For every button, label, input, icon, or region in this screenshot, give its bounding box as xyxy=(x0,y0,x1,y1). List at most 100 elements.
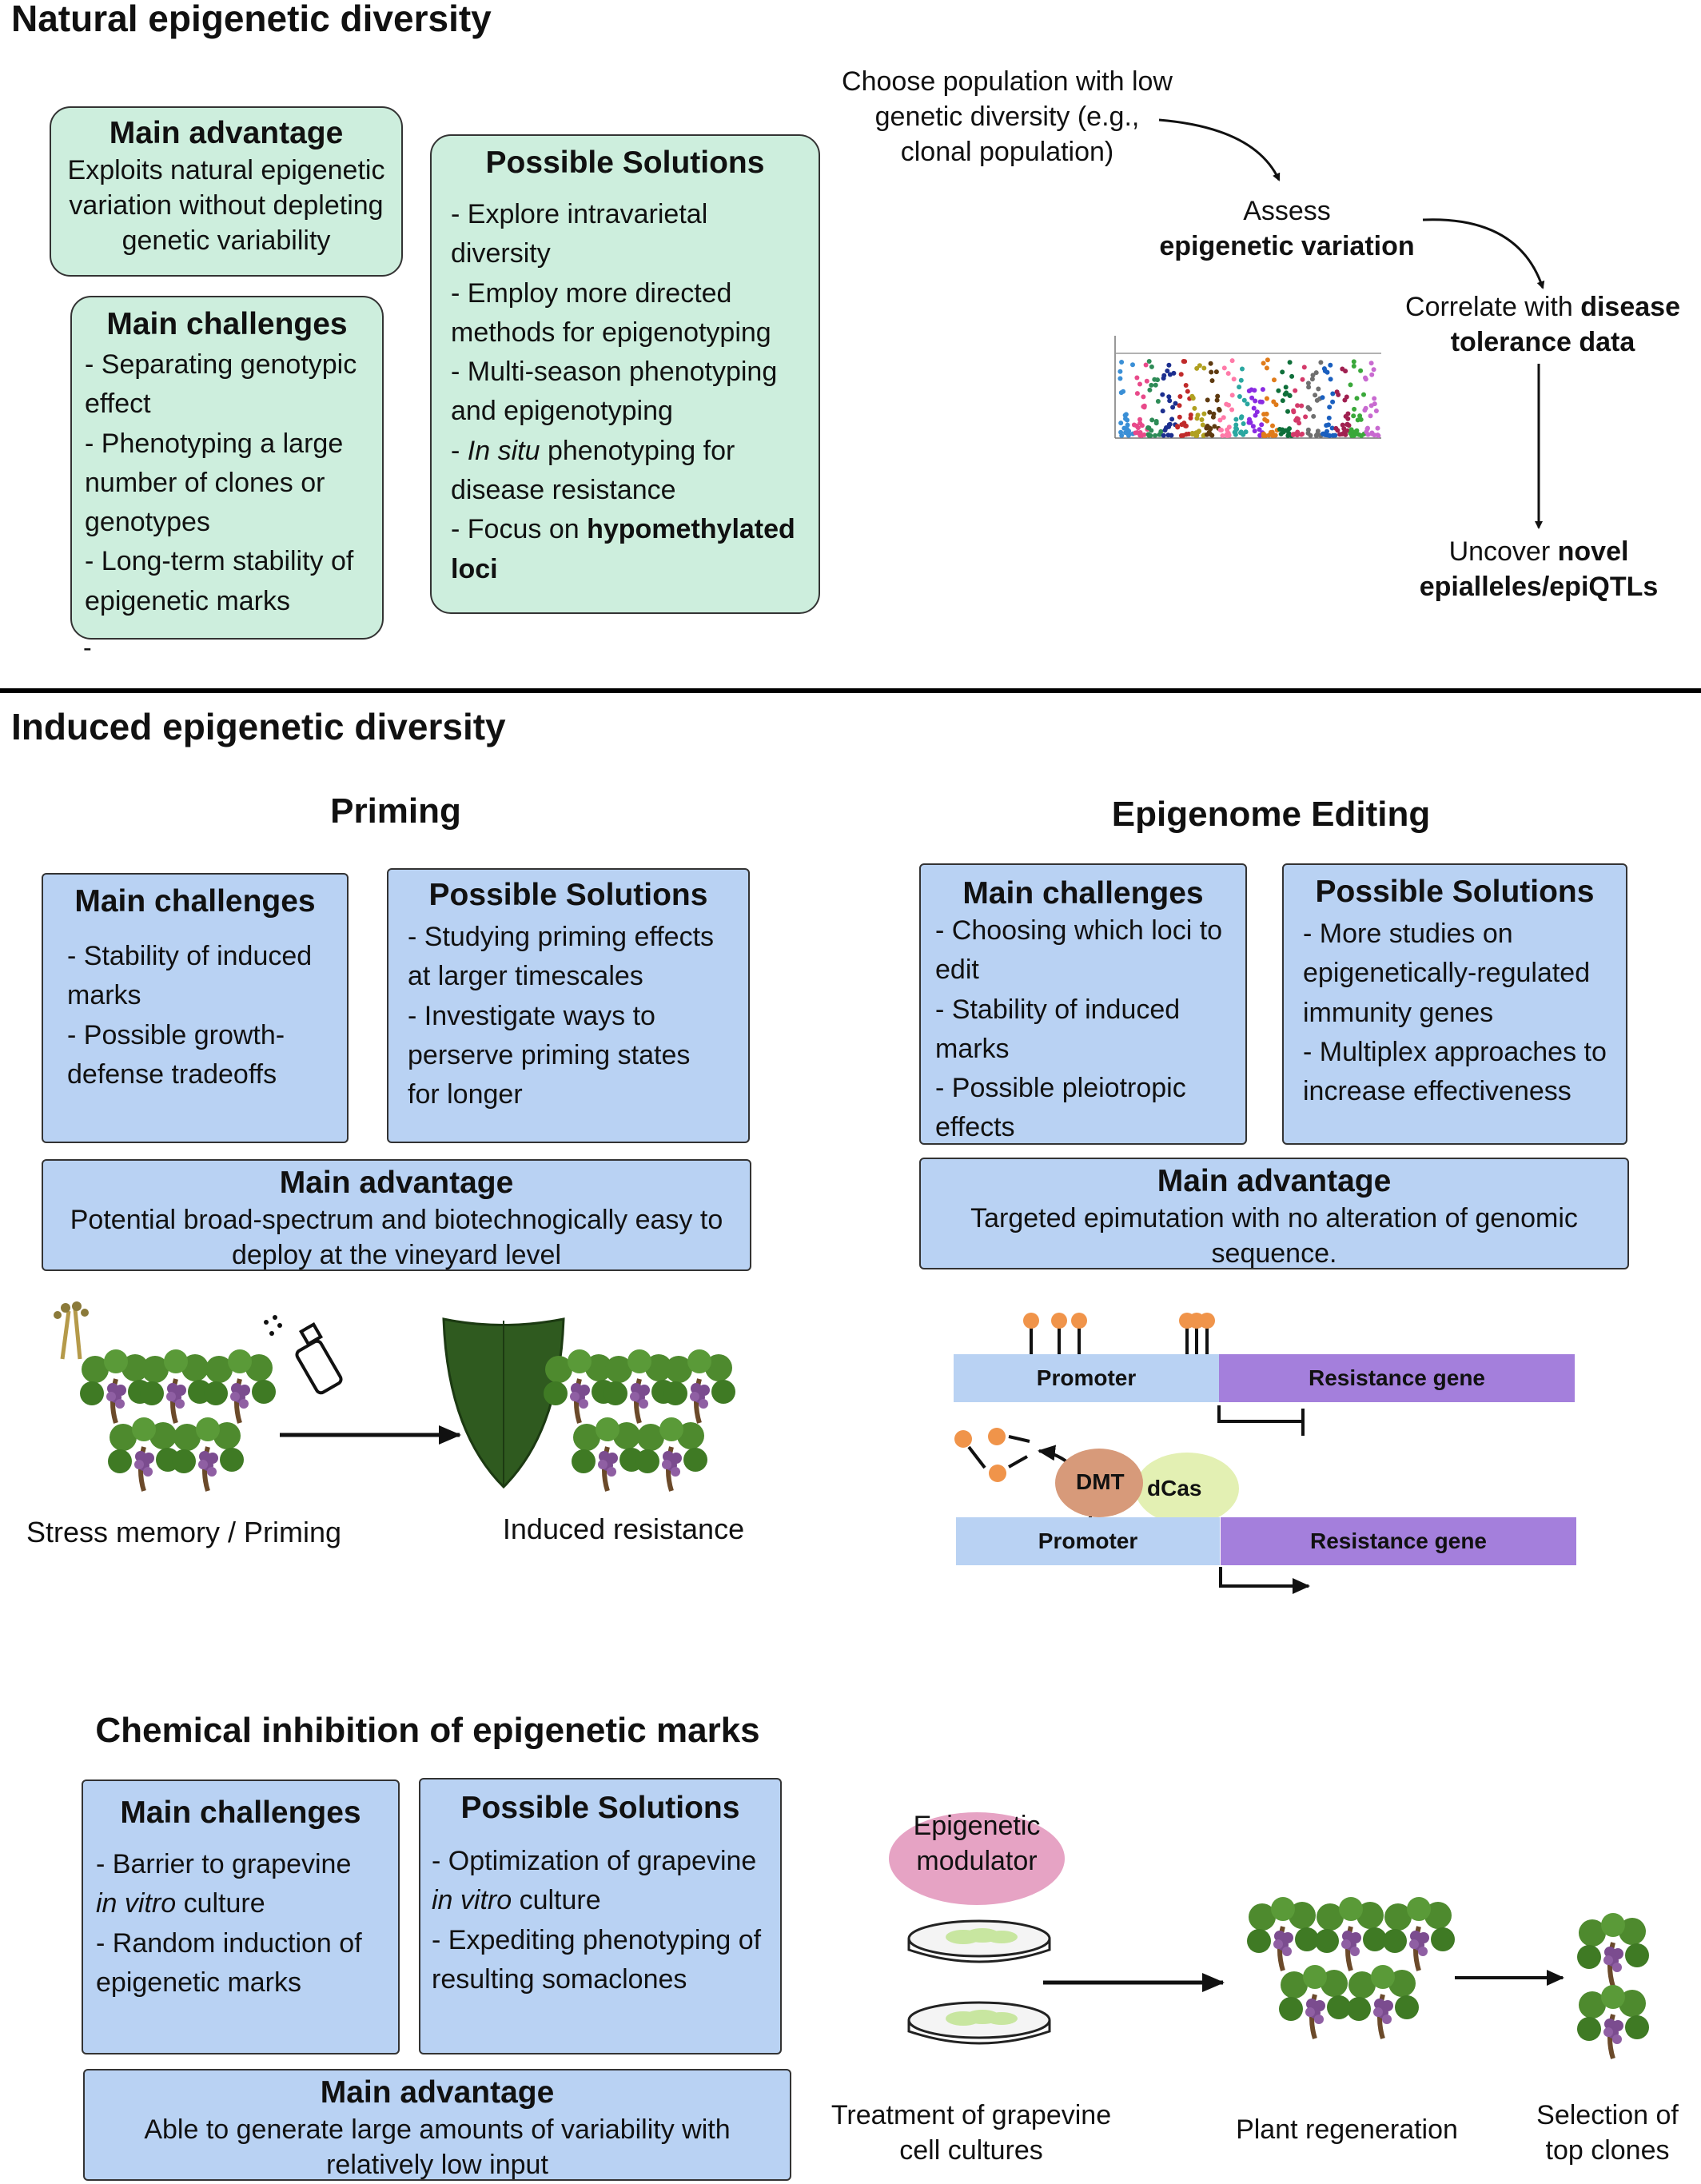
manhattan-point xyxy=(1121,425,1127,431)
manhattan-point xyxy=(1137,420,1143,426)
manhattan-plot xyxy=(1114,336,1381,439)
removed-methyl-groups xyxy=(954,1428,1030,1482)
list-item: Expediting phenotyping of resulting soma… xyxy=(432,1921,769,2000)
manhattan-point xyxy=(1237,385,1242,390)
manhattan-point xyxy=(1310,373,1316,378)
priming-title: Priming xyxy=(330,791,461,831)
manhattan-point xyxy=(1119,432,1125,438)
manhattan-point xyxy=(1253,398,1258,404)
manhattan-point xyxy=(1197,363,1202,369)
manhattan-point xyxy=(1143,362,1149,368)
manhattan-point xyxy=(1153,432,1157,438)
manhattan-point xyxy=(1254,409,1260,415)
manhattan-point xyxy=(1160,409,1165,414)
manhattan-point xyxy=(1293,417,1299,423)
manhattan-point xyxy=(1178,433,1184,438)
manhattan-point xyxy=(1248,420,1253,425)
manhattan-point xyxy=(1340,366,1345,372)
manhattan-point xyxy=(1327,405,1333,410)
box-heading: Possible Solutions xyxy=(428,878,708,912)
manhattan-point xyxy=(1130,362,1135,368)
manhattan-point xyxy=(1325,432,1330,438)
repression-symbol xyxy=(1217,1405,1305,1436)
manhattan-point xyxy=(1233,422,1239,428)
list-item: Random induction of epigenetic marks xyxy=(96,1924,385,2003)
manhattan-point xyxy=(1343,413,1348,419)
manhattan-point xyxy=(1170,405,1176,410)
flow-step-assess: Assess epigenetic variation xyxy=(1159,196,1415,262)
manhattan-point xyxy=(1303,414,1309,420)
manhattan-point xyxy=(1357,413,1363,419)
manhattan-point xyxy=(1270,423,1275,428)
manhattan-point xyxy=(1322,369,1328,373)
manhattan-point xyxy=(1220,433,1225,438)
manhattan-point xyxy=(1134,430,1140,435)
manhattan-point xyxy=(1217,408,1222,413)
box-text: Exploits natural epigenetic variation wi… xyxy=(67,155,385,257)
solutions-list: Explore intravarietal diversity Employ m… xyxy=(451,195,799,589)
manhattan-point xyxy=(1273,402,1279,408)
trailing-dash: - xyxy=(83,633,92,662)
manhattan-point xyxy=(1251,405,1257,411)
box-heading: Main challenges xyxy=(962,876,1204,911)
manhattan-point xyxy=(1354,396,1360,401)
natural-advantage-box: Main advantage Exploits natural epigenet… xyxy=(50,106,403,277)
manhattan-point xyxy=(1192,405,1197,411)
manhattan-point xyxy=(1260,387,1265,393)
manhattan-point xyxy=(1240,366,1245,372)
list-item: Focus on hypomethylated loci xyxy=(451,510,799,589)
flow-arrow-1 xyxy=(1158,118,1281,181)
manhattan-point xyxy=(1183,423,1188,428)
list-item: Investigate ways to perserve priming sta… xyxy=(408,997,729,1115)
challenges-list: Separating genotypic effect Phenotyping … xyxy=(85,345,369,621)
manhattan-point xyxy=(1206,429,1212,435)
manhattan-point xyxy=(1149,364,1154,369)
manhattan-point xyxy=(1243,429,1249,435)
manhattan-point xyxy=(1339,432,1344,436)
manhattan-point xyxy=(1372,432,1377,438)
manhattan-point xyxy=(1351,359,1356,365)
manhattan-point xyxy=(1209,378,1215,384)
flow-step-choose: Choose population with low genetic diver… xyxy=(842,66,1173,168)
manhattan-point xyxy=(1224,401,1229,407)
flow-arrow-2 xyxy=(1422,218,1545,289)
manhattan-point xyxy=(1276,388,1281,393)
manhattan-point xyxy=(1321,431,1326,436)
manhattan-point xyxy=(1233,426,1239,432)
manhattan-point xyxy=(1287,360,1293,365)
manhattan-point xyxy=(1209,432,1215,438)
manhattan-point xyxy=(1118,420,1124,426)
manhattan-point xyxy=(1200,422,1205,428)
manhattan-point xyxy=(1305,381,1311,386)
modulator-label: Epigenetic modulator xyxy=(913,1811,1041,1877)
label-treatment: Treatment of grapevine cell cultures xyxy=(831,2100,1112,2166)
methyl-groups-top xyxy=(1023,1313,1215,1355)
manhattan-point xyxy=(1229,358,1235,364)
manhattan-point xyxy=(1195,412,1201,418)
manhattan-point xyxy=(1371,367,1376,373)
list-item: Multiplex approaches to increase effecti… xyxy=(1303,1033,1607,1112)
manhattan-point xyxy=(1241,421,1246,426)
manhattan-point xyxy=(1167,372,1173,377)
manhattan-point xyxy=(1250,424,1256,429)
manhattan-point xyxy=(1314,397,1320,403)
manhattan-point xyxy=(1134,375,1140,381)
regenerated-vineyard xyxy=(1247,1897,1455,2039)
manhattan-point xyxy=(1284,390,1289,396)
manhattan-point xyxy=(1174,424,1180,429)
manhattan-point xyxy=(1153,382,1158,388)
label-stress-memory: Stress memory / Priming xyxy=(26,1516,342,1548)
manhattan-point xyxy=(1215,393,1221,399)
list-item: Employ more directed methods for epigeno… xyxy=(451,274,799,353)
manhattan-point xyxy=(1291,408,1297,413)
box-heading: Main advantage xyxy=(1157,1164,1392,1198)
petri-dish xyxy=(907,2001,1051,2045)
manhattan-point xyxy=(1167,398,1173,404)
manhattan-point xyxy=(1173,401,1178,406)
manhattan-point xyxy=(1313,433,1319,438)
manhattan-point xyxy=(1348,382,1353,388)
manhattan-point xyxy=(1141,394,1146,400)
manhattan-point xyxy=(1183,383,1189,388)
manhattan-point xyxy=(1217,427,1223,432)
